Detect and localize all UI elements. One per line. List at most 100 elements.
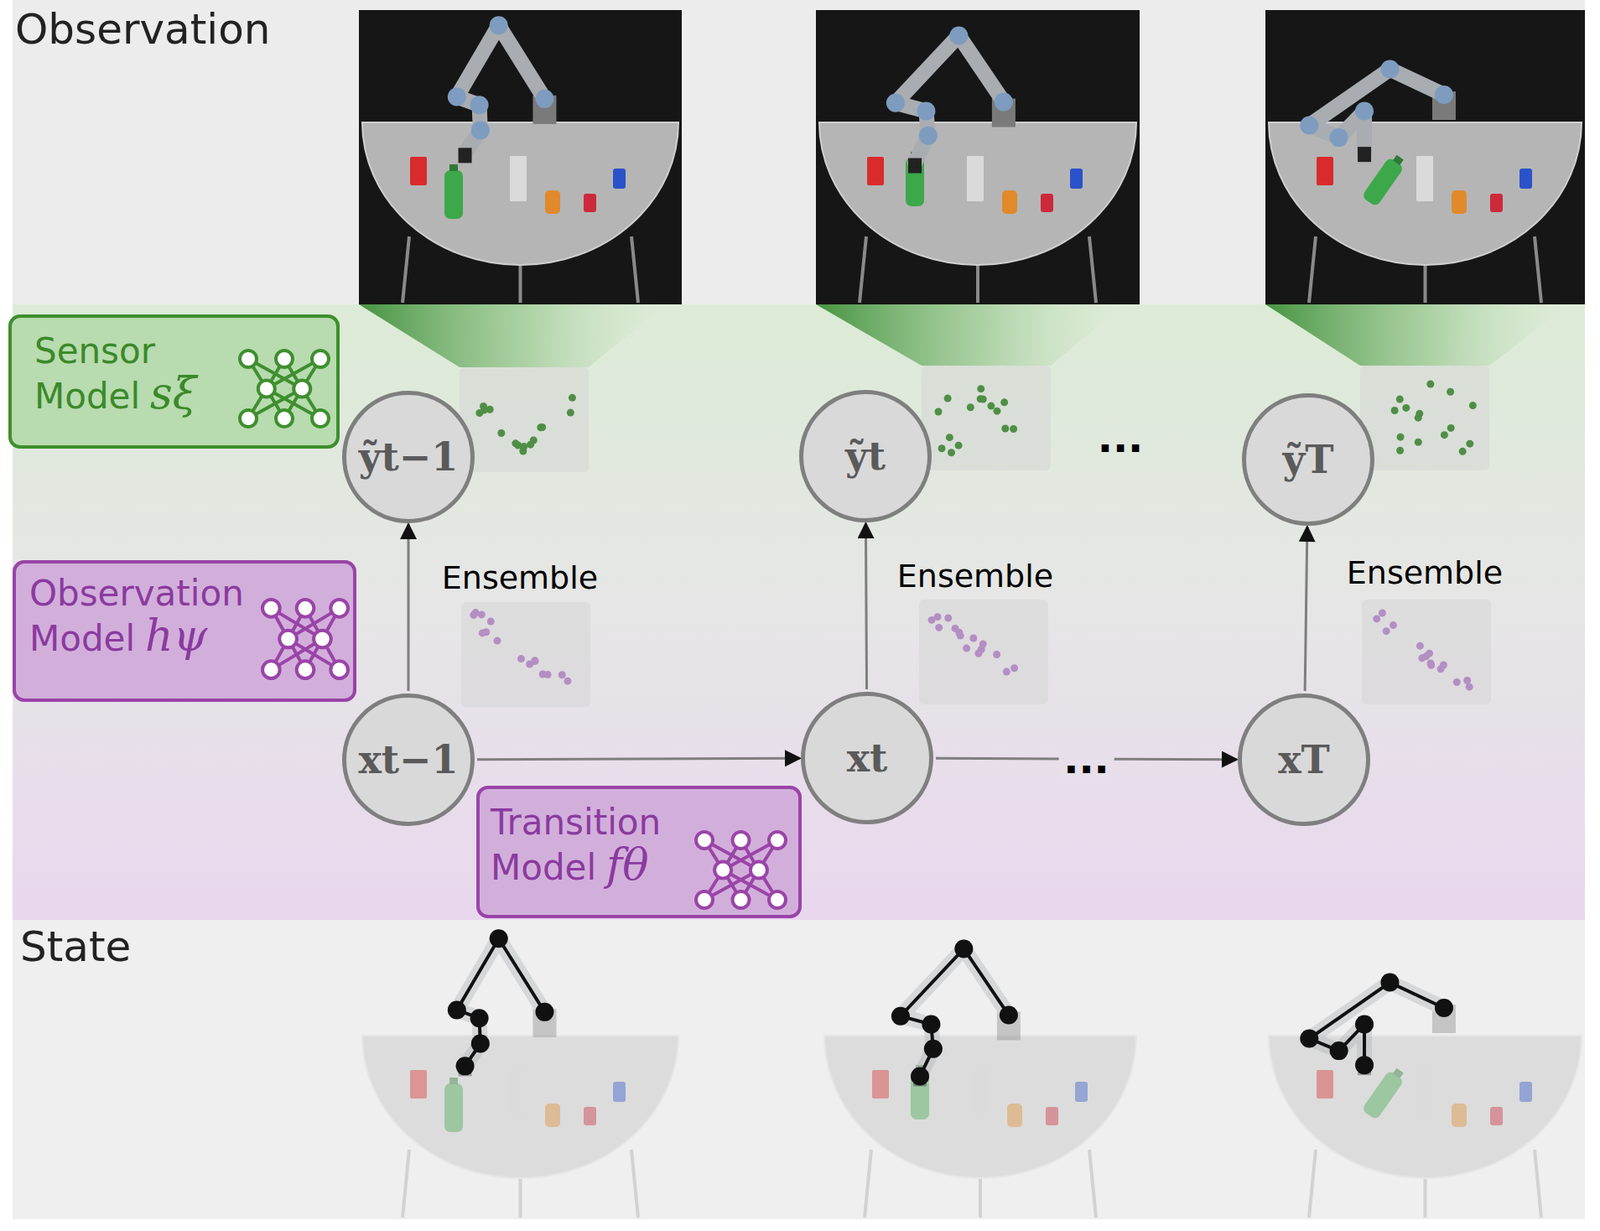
model-box: Sensor Modelsξ xyxy=(8,314,340,449)
camera-image xyxy=(1265,10,1585,305)
state-symbol: ỹt−1 xyxy=(358,437,459,477)
network-icon xyxy=(239,350,329,427)
box-text: Transition Modelfθ xyxy=(490,802,692,889)
object xyxy=(1519,1081,1533,1102)
object xyxy=(971,1069,989,1115)
model-box: Transition Modelfθ xyxy=(476,785,802,919)
table xyxy=(362,1035,679,1179)
sensor-beams xyxy=(358,304,1569,368)
model-name: Observation Model xyxy=(29,572,245,660)
object xyxy=(1416,155,1434,202)
scenes xyxy=(358,10,1585,1218)
table xyxy=(1268,1035,1582,1179)
model-symbol: sξ xyxy=(150,371,197,416)
connector xyxy=(1304,526,1308,691)
connector xyxy=(477,758,800,759)
image-background xyxy=(815,10,1140,305)
box-text: Observation Modelhψ xyxy=(29,573,273,660)
model-name: Sensor Model xyxy=(34,330,156,417)
state-image xyxy=(362,929,679,1218)
robot-arm xyxy=(1299,973,1456,1076)
network-icon xyxy=(696,831,786,909)
state-symbol: xt−1 xyxy=(358,740,458,780)
object xyxy=(545,1103,561,1128)
objects xyxy=(867,151,1083,214)
sample-plot xyxy=(919,599,1049,705)
box-text: Sensor Modelsξ xyxy=(34,331,203,418)
ensemble-label: Ensemble xyxy=(897,559,1054,595)
ensemble-label: Ensemble xyxy=(441,561,598,597)
box-fill xyxy=(12,560,357,702)
objects xyxy=(410,155,626,219)
bottle xyxy=(910,1064,930,1120)
state-symbol: xt xyxy=(846,738,889,778)
model-symbol: hψ xyxy=(145,613,208,658)
sample-patches xyxy=(459,365,1491,707)
objects xyxy=(1316,1064,1533,1128)
objects xyxy=(1316,151,1533,214)
objects xyxy=(872,1064,1088,1128)
sample-plot xyxy=(461,602,591,707)
box-fill xyxy=(8,314,340,449)
state-band xyxy=(12,919,1585,1220)
state-symbol: ỹt xyxy=(845,436,886,476)
object xyxy=(612,1081,626,1102)
sample-plot xyxy=(1361,599,1491,705)
ellipsis: ... xyxy=(1097,415,1144,461)
object xyxy=(1002,190,1018,214)
bottle xyxy=(444,164,463,219)
object xyxy=(867,156,884,186)
table xyxy=(362,122,679,265)
object xyxy=(966,155,984,202)
object xyxy=(410,1070,427,1099)
sensor-beam xyxy=(1265,304,1569,366)
object xyxy=(1451,190,1467,214)
observation-band xyxy=(12,0,1585,305)
object xyxy=(612,168,626,189)
background-bands xyxy=(12,0,1585,1220)
object xyxy=(872,1070,889,1099)
network-icon xyxy=(262,599,349,679)
connector xyxy=(865,523,867,690)
state-symbol: xT xyxy=(1277,740,1330,780)
robot-arm xyxy=(447,929,557,1076)
object xyxy=(1316,1070,1334,1099)
image-background xyxy=(1265,10,1585,305)
sensor-beam xyxy=(358,304,666,368)
robot-arm xyxy=(891,939,1021,1086)
state-image xyxy=(824,939,1137,1218)
object xyxy=(1070,168,1083,189)
model-symbol: fθ xyxy=(606,842,650,887)
robot-arm xyxy=(447,15,557,163)
object xyxy=(1519,168,1533,189)
object xyxy=(1451,1103,1467,1128)
box-fills xyxy=(8,314,802,919)
bottle xyxy=(444,1077,463,1133)
camera-image xyxy=(815,10,1140,305)
connector xyxy=(407,524,411,691)
object xyxy=(509,1069,527,1115)
table xyxy=(824,1035,1137,1179)
object xyxy=(1007,1103,1023,1128)
edge-label: ... xyxy=(1058,738,1115,780)
object xyxy=(545,190,561,214)
object xyxy=(1075,1081,1088,1102)
sample-plot xyxy=(921,365,1051,471)
sensor-beam xyxy=(815,304,1124,366)
object xyxy=(1316,156,1334,186)
camera-image xyxy=(358,10,682,305)
skeleton xyxy=(1299,973,1454,1076)
object xyxy=(509,155,527,202)
robot-arm xyxy=(886,25,1016,173)
state-symbol: ỹT xyxy=(1283,440,1335,479)
state-image xyxy=(1268,973,1582,1218)
state-circle: xt xyxy=(800,691,934,825)
section-label: Observation xyxy=(15,6,271,53)
object xyxy=(583,193,597,213)
object xyxy=(1416,1069,1434,1115)
sample-plot xyxy=(459,367,589,473)
state-circle: ỹT xyxy=(1241,393,1375,526)
object xyxy=(410,156,427,186)
